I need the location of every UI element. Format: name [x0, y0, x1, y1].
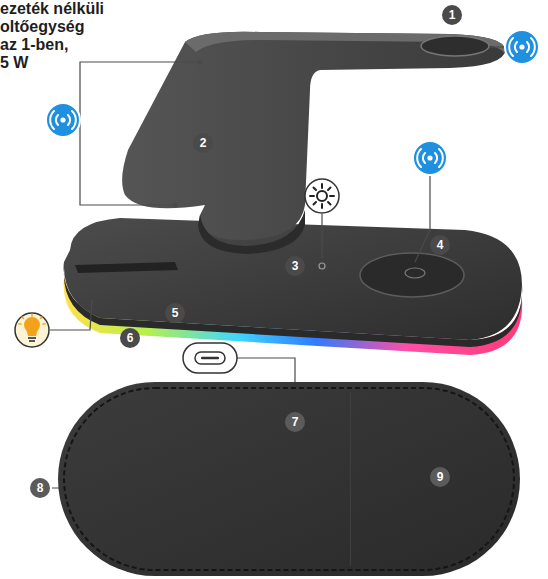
base-slot: [75, 262, 178, 273]
stand-panel: [122, 32, 505, 240]
wireless-icon: [46, 103, 80, 137]
led-button: [319, 263, 325, 269]
callout-number: 3: [285, 256, 305, 276]
callout-number: 9: [430, 467, 450, 487]
callout-number: 6: [120, 328, 140, 348]
callout-number: 5: [165, 303, 185, 323]
callout-number: 2: [193, 133, 213, 153]
heading-line: oltőegység: [0, 18, 84, 36]
callout-number: 8: [30, 478, 50, 498]
callout-number: 4: [430, 235, 450, 255]
phone-pad: [360, 253, 464, 297]
wireless-icon: [413, 141, 447, 175]
heading-line: ezeték nélküli: [0, 0, 104, 18]
heading-line: 5 W: [0, 54, 28, 72]
rubber-ring: [64, 388, 514, 570]
brightness-icon: [305, 179, 339, 213]
callout-number: 7: [285, 412, 305, 432]
watch-pad: [421, 36, 489, 56]
usb-c-icon: [183, 343, 237, 373]
callout-number: 1: [442, 5, 462, 25]
light-bulb-icon: [15, 313, 49, 347]
heading-line: az 1-ben,: [0, 36, 68, 54]
base-bottom-view: [58, 382, 520, 576]
wireless-icon: [505, 30, 539, 64]
